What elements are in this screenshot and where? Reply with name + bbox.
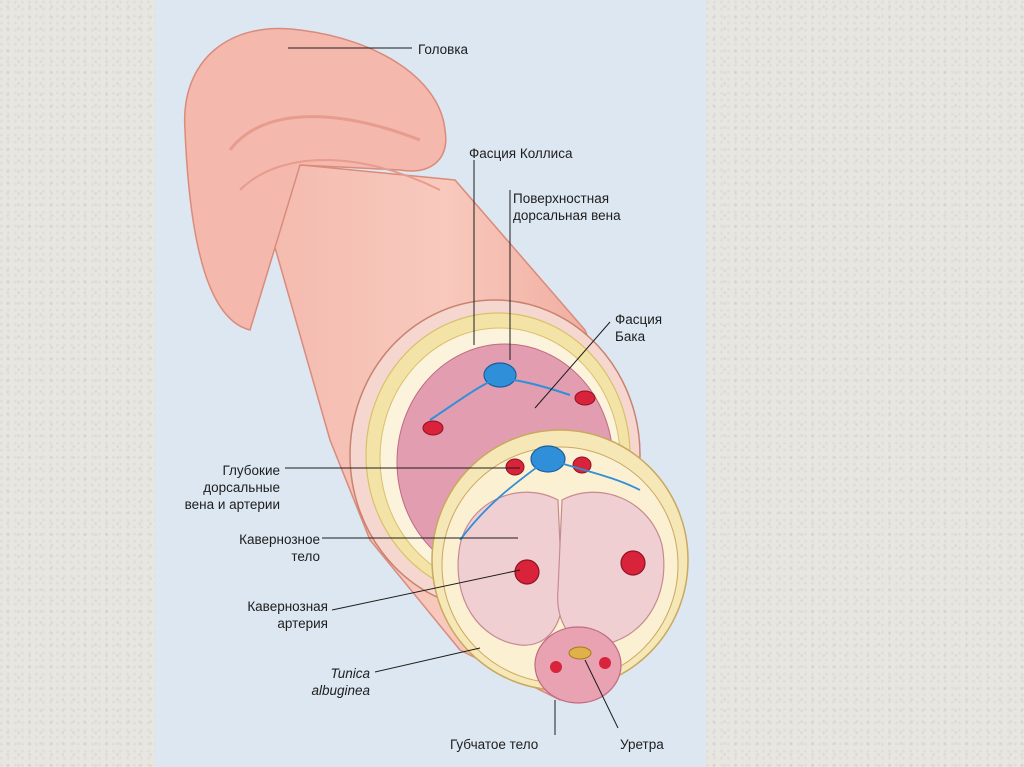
- cavernous-artery-left: [515, 560, 539, 584]
- cavernous-artery-right: [621, 551, 645, 575]
- deep-dorsal-artery-left: [506, 459, 524, 475]
- urethra-shape: [569, 647, 591, 659]
- label-corpus-spongiosum: Губчатое тело: [450, 736, 538, 753]
- dorsal-artery-left-outer: [423, 421, 443, 435]
- spongiosum-artery-left: [550, 661, 562, 673]
- label-bucks-fascia: Фасция Бака: [615, 311, 662, 345]
- label-urethra: Уретра: [620, 736, 664, 753]
- dorsal-artery-right-outer: [575, 391, 595, 405]
- label-colles-fascia: Фасция Коллиса: [469, 145, 573, 162]
- label-tunica-albuginea: Tunica albuginea: [260, 665, 370, 699]
- spongiosum-artery-right: [599, 657, 611, 669]
- label-deep-dorsal: Глубокие дорсальные вена и артерии: [160, 462, 280, 513]
- superficial-dorsal-vein: [484, 363, 516, 387]
- label-cavernous-artery: Кавернозная артерия: [200, 598, 328, 632]
- label-corpus-cavernosum: Кавернозное тело: [200, 531, 320, 565]
- label-glans: Головка: [418, 41, 468, 58]
- label-superficial-dorsal-vein: Поверхностная дорсальная вена: [513, 190, 621, 224]
